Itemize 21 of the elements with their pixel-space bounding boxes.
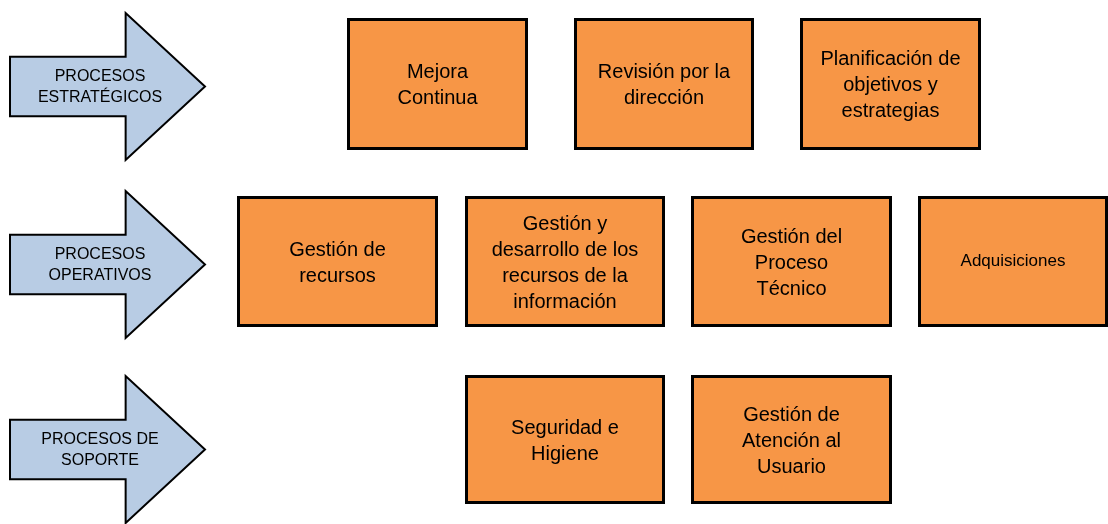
process-label: Gestión del Proceso Técnico [739, 223, 844, 301]
process-box [691, 375, 892, 504]
process-box [691, 196, 892, 327]
process-box [237, 196, 438, 327]
process-label: Mejora Continua [396, 59, 479, 110]
arrow-label: PROCESOS ESTRATÉGICOS [36, 65, 164, 107]
process-box [800, 18, 981, 150]
process-label: Gestión y desarrollo de los recursos de la información [490, 210, 640, 314]
process-box [465, 196, 665, 327]
process-box [574, 18, 754, 150]
process-box [918, 196, 1108, 327]
process-label: Adquisiciones [960, 250, 1066, 273]
arrow-label: PROCESOS DE SOPORTE [40, 428, 160, 470]
process-label: Seguridad e Higiene [510, 414, 620, 466]
arrow-label: PROCESOS OPERATIVOS [47, 243, 153, 285]
process-label: Revisión por la dirección [596, 59, 732, 110]
process-box [347, 18, 528, 150]
process-label: Planificación de objetivos y estrategias [819, 46, 962, 123]
process-label: Gestión de Atención al Usuario [741, 401, 842, 479]
process-box [465, 375, 665, 504]
process-label: Gestión de recursos [288, 236, 387, 288]
